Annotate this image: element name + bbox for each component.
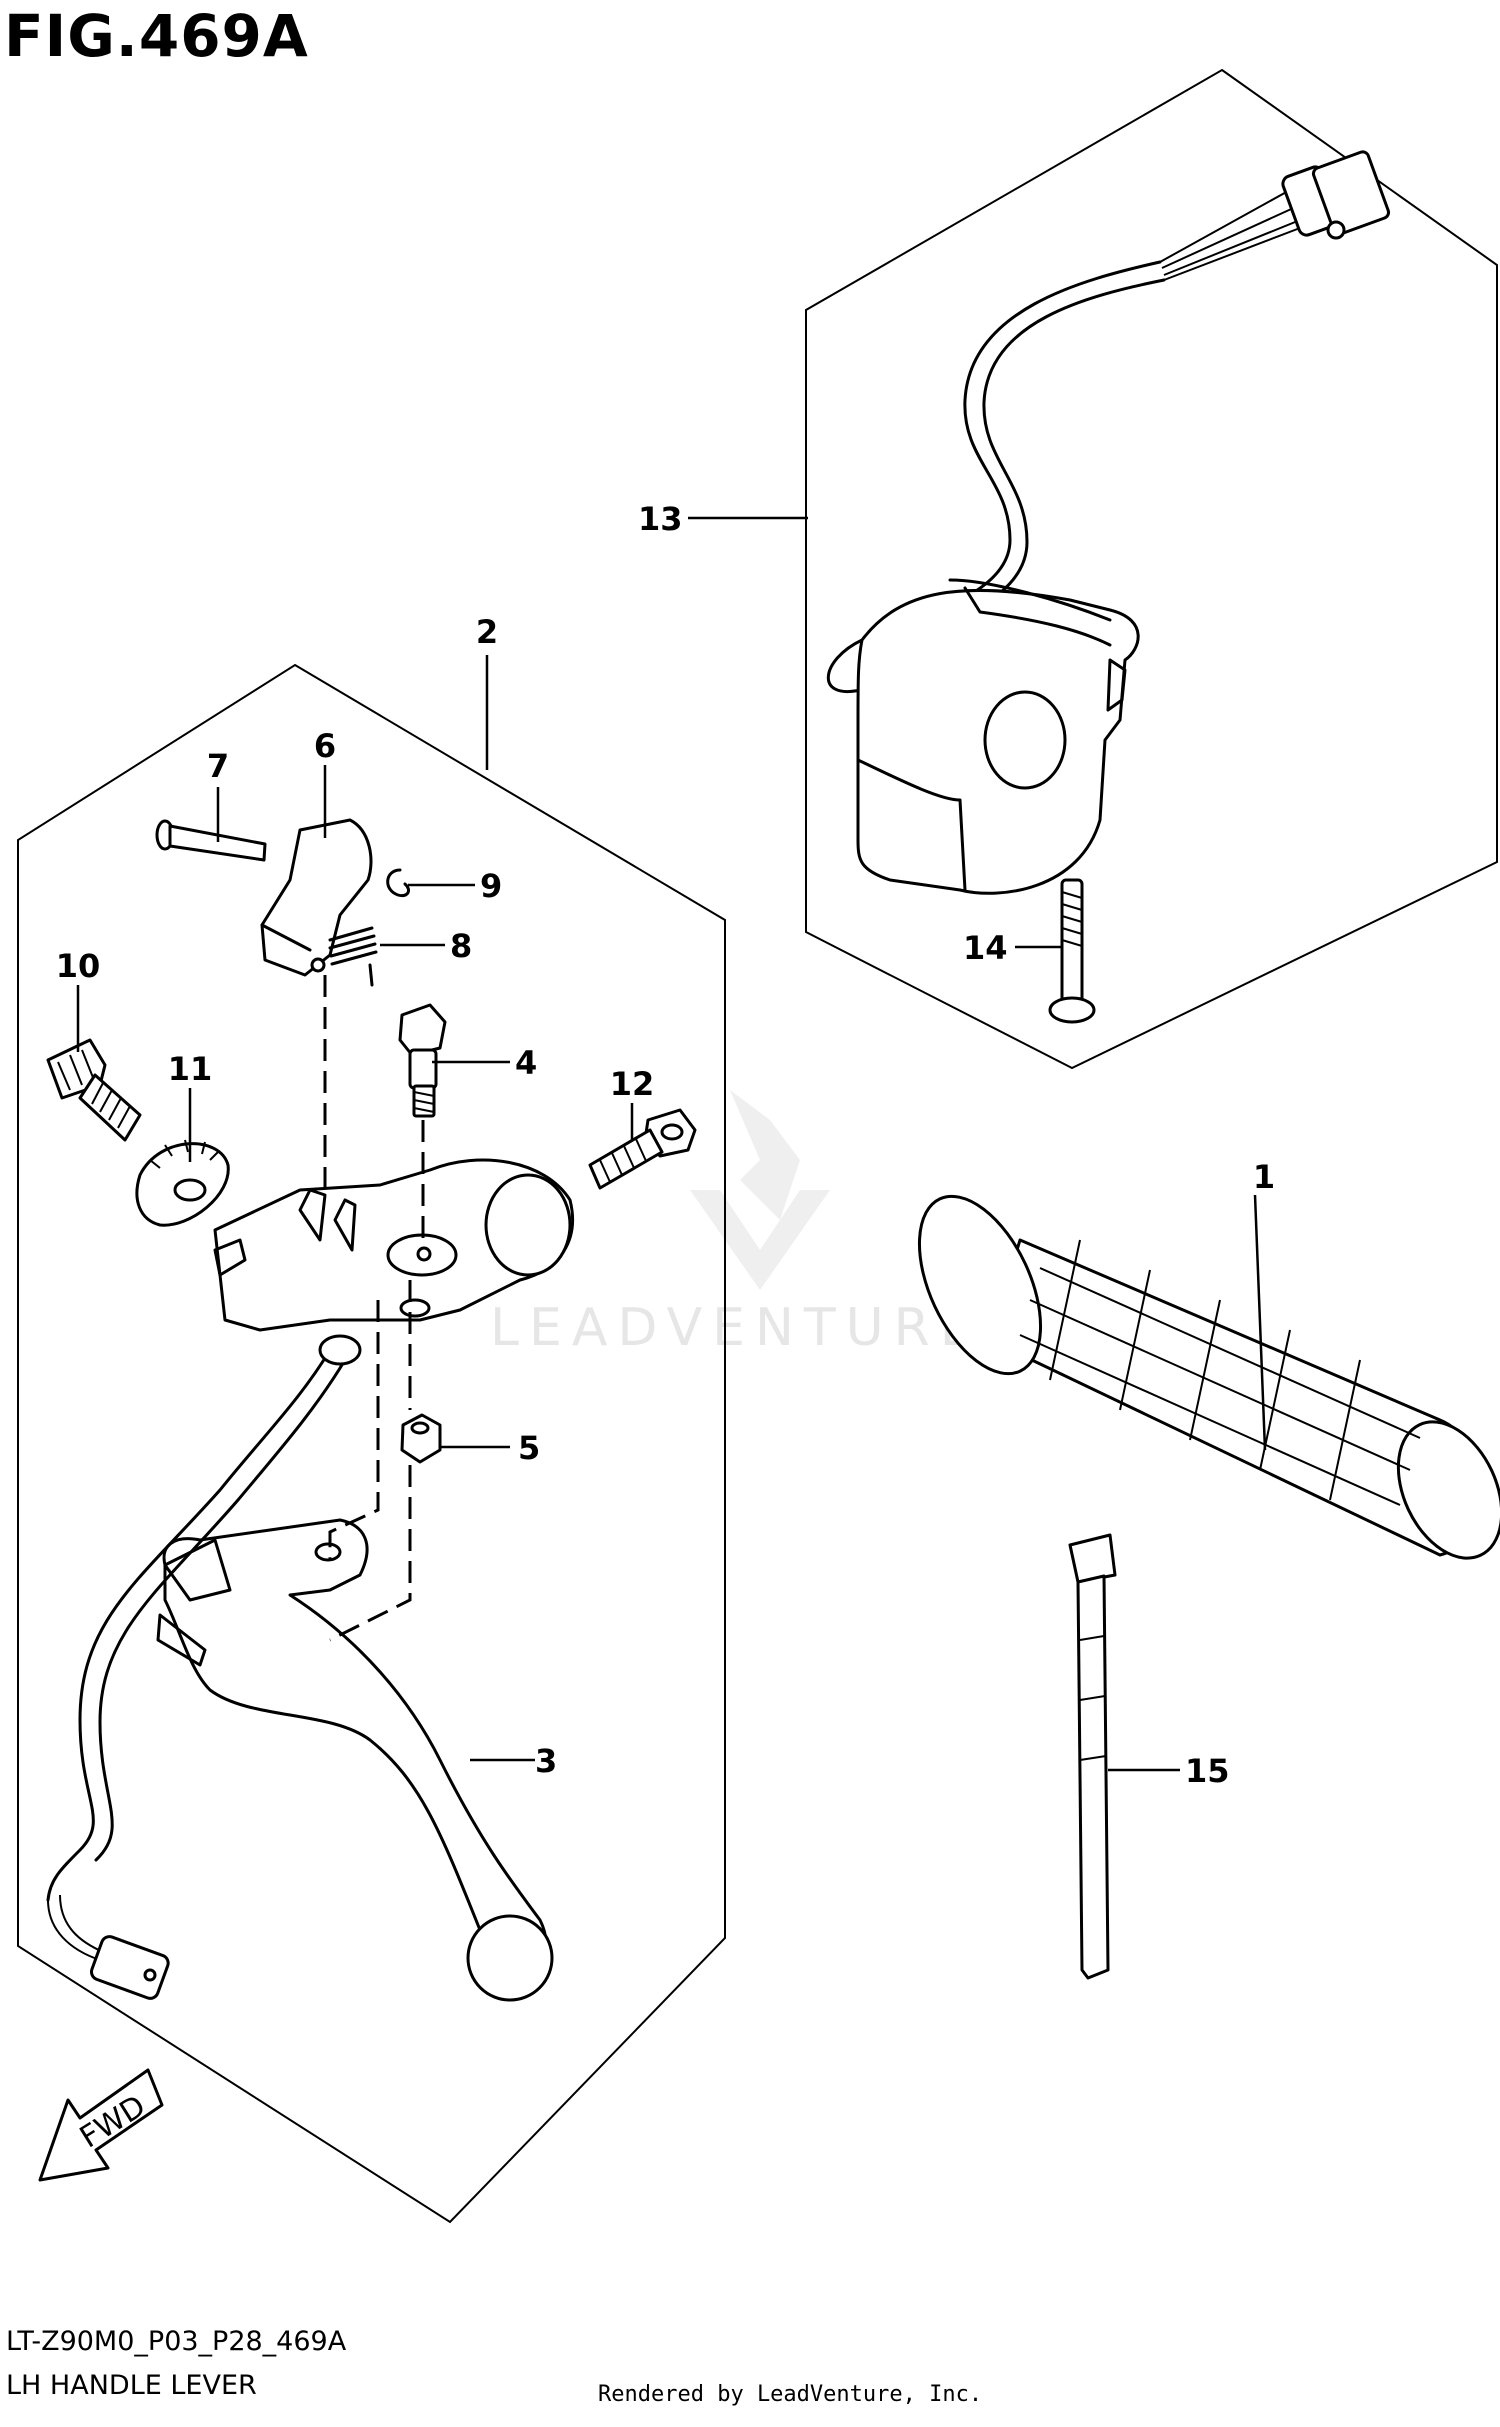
adjuster-10-part xyxy=(46,1038,142,1142)
pin-7-part xyxy=(155,819,267,862)
callout-1: 1 xyxy=(1253,1158,1275,1196)
callout-15: 15 xyxy=(1185,1752,1230,1790)
callout-7: 7 xyxy=(207,747,229,785)
callout-3: 3 xyxy=(535,1742,557,1780)
callout-5: 5 xyxy=(518,1429,540,1467)
bolt-12-part xyxy=(588,1108,697,1190)
callout-8: 8 xyxy=(450,927,472,965)
switch-assembly-box xyxy=(805,68,1498,1070)
cable-tie-part xyxy=(1068,1533,1117,1980)
callout-13: 13 xyxy=(638,500,683,538)
clutch-lever-part xyxy=(156,1518,554,2002)
clutch-switch-cable xyxy=(46,1334,362,2000)
bolt-4-part xyxy=(398,1003,447,1118)
lever-holder-part xyxy=(213,1158,575,1332)
callout-11: 11 xyxy=(168,1050,213,1088)
screw-14-part xyxy=(1048,878,1096,1024)
spring-8-part xyxy=(328,926,378,987)
rendered-by-credit: Rendered by LeadVenture, Inc. xyxy=(598,2382,983,2407)
fwd-arrow: FWD xyxy=(38,2068,164,2182)
callouts: 1 2 3 4 5 6 7 8 9 10 11 12 13 14 15 xyxy=(56,500,1275,1790)
callout-2: 2 xyxy=(476,613,498,651)
assembly-lines xyxy=(323,975,425,1642)
leader-lines xyxy=(76,516,1267,1772)
diagram-name: LH HANDLE LEVER xyxy=(6,2370,257,2401)
callout-9: 9 xyxy=(480,867,502,905)
clip-9-part xyxy=(386,868,410,898)
callout-12: 12 xyxy=(610,1065,655,1103)
locknut-11-part xyxy=(135,1139,230,1227)
diagram-code: LT-Z90M0_P03_P28_469A xyxy=(6,2326,347,2357)
clutch-switch-6-part xyxy=(260,818,373,977)
lever-assembly-box xyxy=(17,663,726,2224)
grip-part xyxy=(917,1194,1500,1560)
figure-title: FIG.469A xyxy=(4,2,309,70)
callout-6: 6 xyxy=(314,727,336,765)
watermark-text: LEADVENTURE xyxy=(490,1298,983,1358)
callout-10: 10 xyxy=(56,947,101,985)
callout-4: 4 xyxy=(515,1044,537,1082)
handlebar-switch-part xyxy=(826,150,1391,895)
callout-14: 14 xyxy=(963,929,1008,967)
nut-5-part xyxy=(400,1413,442,1464)
